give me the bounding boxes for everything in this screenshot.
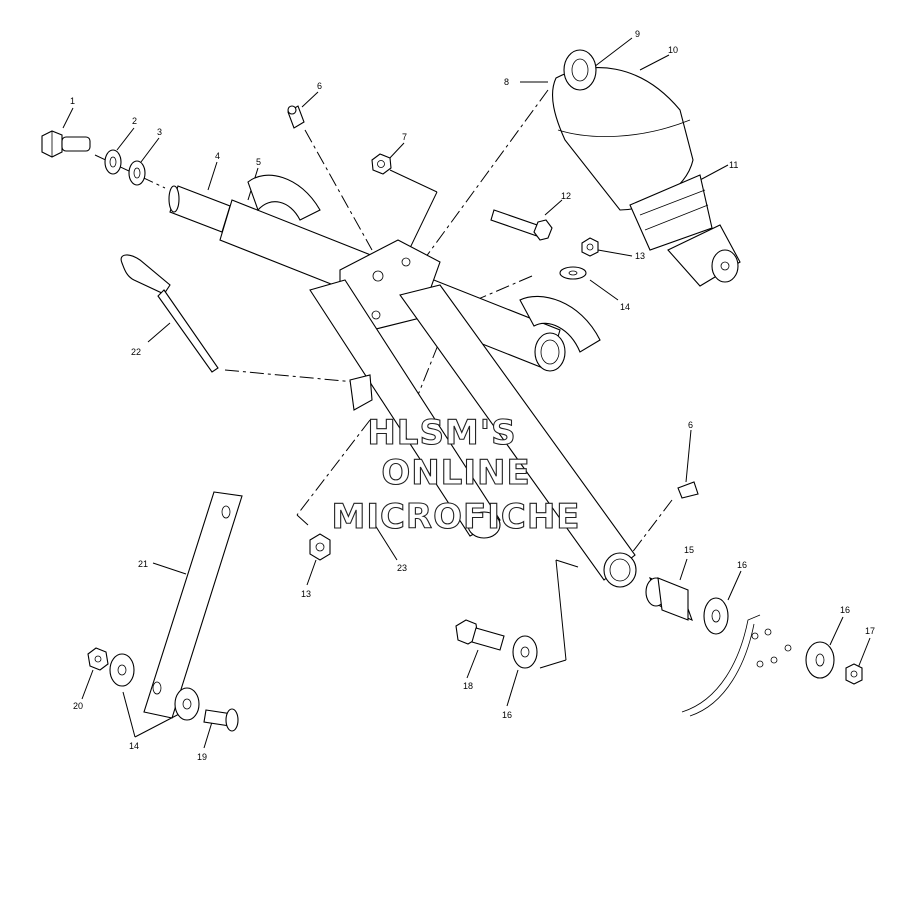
bolt-18-part	[455, 619, 538, 669]
bolt-12-part	[490, 209, 553, 241]
callout-2: 2	[132, 116, 137, 126]
callout-16-lower: 16	[502, 710, 512, 720]
swing-arm-part	[219, 174, 637, 588]
watermark-line-1: HLSM'S	[367, 413, 516, 453]
callout-16-spacer: 16	[737, 560, 747, 570]
callout-17: 17	[865, 626, 875, 636]
callout-13-lower: 13	[301, 589, 311, 599]
callout-1: 1	[70, 96, 75, 106]
callout-4: 4	[215, 151, 220, 161]
callout-3: 3	[157, 127, 162, 137]
callout-12: 12	[561, 191, 571, 201]
leader-lines	[62, 37, 871, 749]
grease-fitting-part	[287, 105, 305, 129]
callout-14-lower: 14	[129, 741, 139, 751]
callout-19: 19	[197, 752, 207, 762]
callout-labels: 1 2 3 4 5 6 7 8 9 10 11 12 13 14 22 6 15…	[70, 29, 875, 762]
callout-21: 21	[138, 559, 148, 569]
callout-8: 8	[504, 77, 509, 87]
callout-6-right: 6	[688, 420, 693, 430]
tube-part	[168, 185, 231, 233]
grease-fitting-right-part	[677, 481, 699, 499]
spacer-part	[645, 576, 729, 635]
nut-part	[371, 153, 392, 175]
callout-13-right: 13	[635, 251, 645, 261]
lower-left-hardware-part	[87, 647, 239, 732]
watermark: HLSM'S ONLINE MICROFICHE	[331, 412, 580, 537]
bolt-part	[41, 130, 91, 158]
callout-18: 18	[463, 681, 473, 691]
callout-15: 15	[684, 545, 694, 555]
callout-11: 11	[729, 160, 738, 170]
callout-10: 10	[668, 45, 678, 55]
nut-lower-part	[309, 533, 331, 561]
callout-16-far-right: 16	[840, 605, 850, 615]
callout-5: 5	[256, 157, 261, 167]
nut-washer-right-part	[559, 237, 599, 280]
callout-23: 23	[397, 563, 407, 573]
shock-absorber-part	[552, 49, 741, 287]
strap-part	[143, 491, 243, 719]
washer-parts	[104, 149, 146, 186]
callout-20: 20	[73, 701, 83, 711]
callout-14-right: 14	[620, 302, 630, 312]
callout-7: 7	[402, 132, 407, 142]
watermark-line-2: ONLINE	[381, 453, 530, 493]
callout-6-top: 6	[317, 81, 322, 91]
callout-9: 9	[635, 29, 640, 39]
watermark-line-3: MICROFICHE	[331, 497, 580, 537]
pin-part	[120, 254, 219, 373]
clip-and-washers-part	[681, 614, 863, 717]
callout-22: 22	[131, 347, 141, 357]
